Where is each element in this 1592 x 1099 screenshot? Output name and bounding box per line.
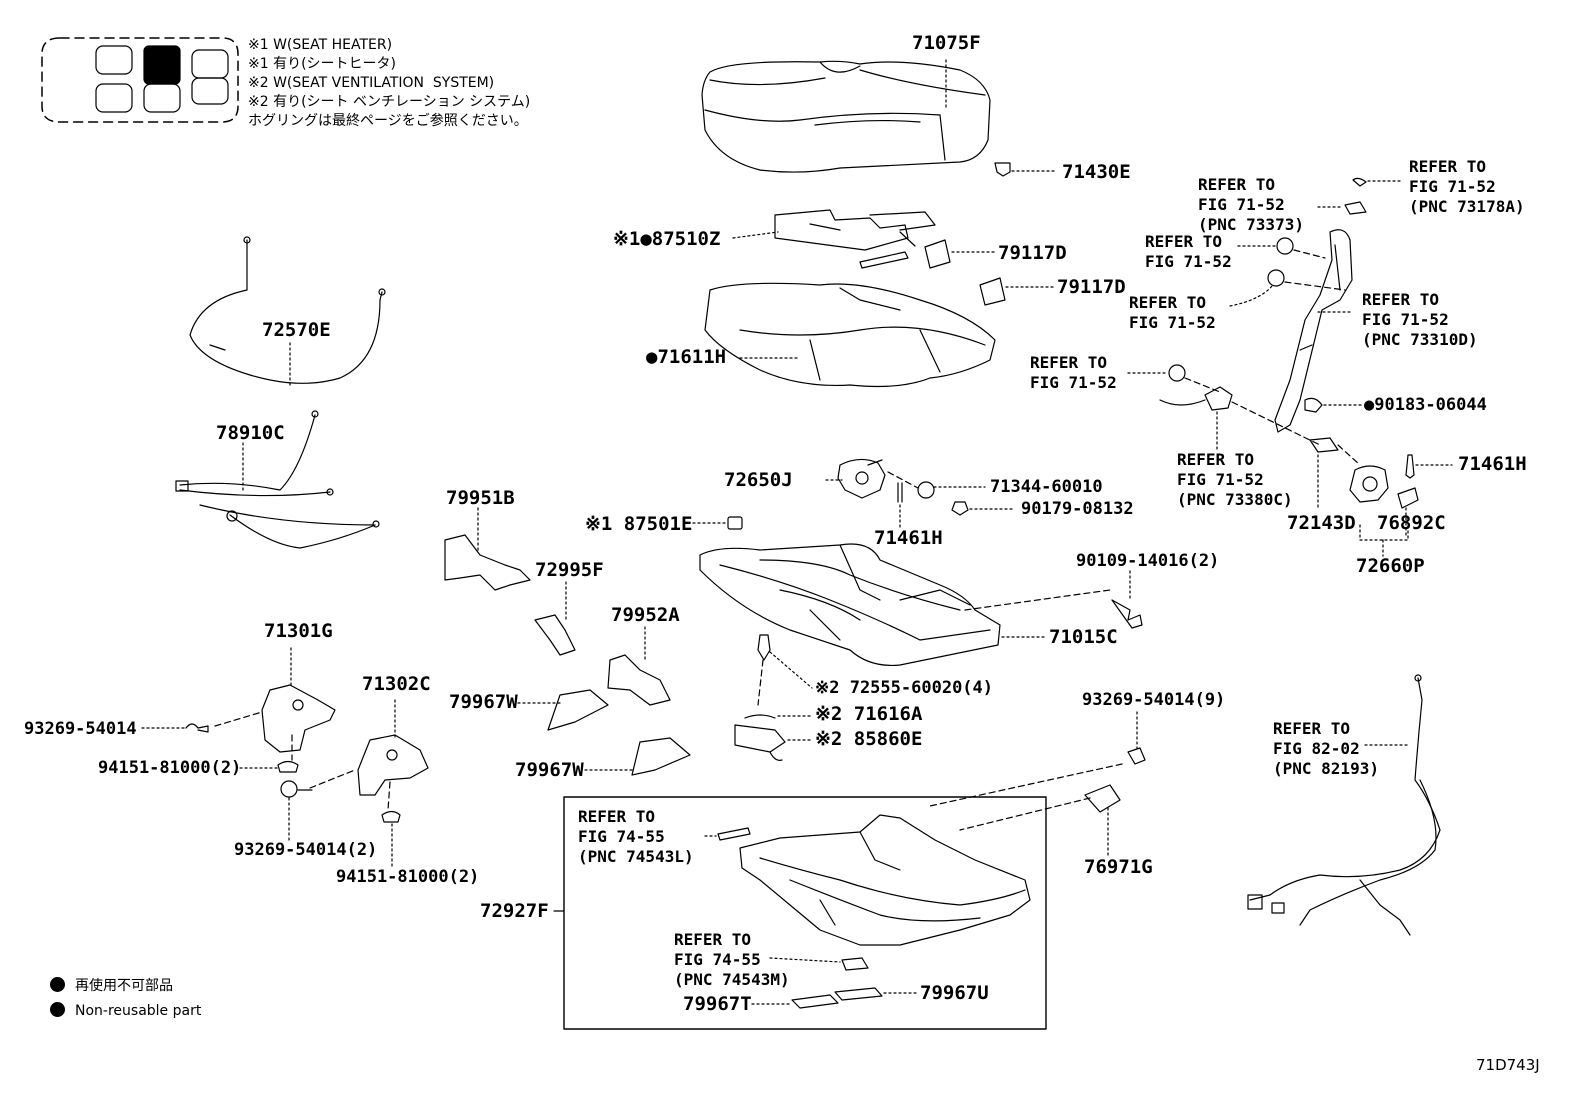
note-line-5: ホグリングは最終ページをご参照ください。 xyxy=(248,113,528,129)
refer-to-pnc-73373[interactable]: REFER TO FIG 71-52 (PNC 73373) xyxy=(1198,175,1304,234)
part-label-85860e[interactable]: ※2 85860E xyxy=(815,728,923,750)
part-label-71461h-b[interactable]: 71461H xyxy=(1458,453,1527,475)
part-label-78910c[interactable]: 78910C xyxy=(216,422,285,444)
diagram-code: 71D743J xyxy=(1476,1056,1540,1074)
note-line-1: ※1 W(SEAT HEATER) xyxy=(248,37,393,53)
retractor-72660p-drawing xyxy=(1349,465,1389,503)
part-label-94151-81000-b[interactable]: 94151-81000(2) xyxy=(336,867,480,887)
part-label-72570e[interactable]: 72570E xyxy=(262,319,331,341)
part-label-72927f[interactable]: 72927F xyxy=(480,900,549,922)
part-label-87510z[interactable]: ※1●87510Z xyxy=(613,228,721,250)
part-label-72143d[interactable]: 72143D xyxy=(1287,512,1356,534)
note-line-3: ※2 W(SEAT VENTILATION SYSTEM) xyxy=(248,75,495,91)
part-label-71015c[interactable]: 71015C xyxy=(1049,626,1118,648)
seat-position-icon xyxy=(41,37,239,123)
part-label-71302c[interactable]: 71302C xyxy=(362,673,431,695)
part-label-93269-54014-2[interactable]: 93269-54014(2) xyxy=(234,840,378,860)
part-label-71075f[interactable]: 71075F xyxy=(912,32,981,54)
part-label-79117d-b[interactable]: 79117D xyxy=(1057,276,1126,298)
seat-belt-anchor-drawing xyxy=(1274,229,1353,433)
part-label-90109-14016[interactable]: 90109-14016(2) xyxy=(1076,551,1220,571)
part-label-71301g[interactable]: 71301G xyxy=(264,620,333,642)
release-cable-drawing xyxy=(189,236,386,384)
note-line-2: ※1 有り(シートヒータ) xyxy=(248,56,397,72)
legend-non-reusable-ja: 再使用不可部品 xyxy=(50,977,173,993)
floor-wire-harness-drawing xyxy=(1247,674,1441,936)
bracket-71302c-drawing xyxy=(357,734,429,796)
part-label-79967t[interactable]: 79967T xyxy=(683,993,752,1015)
refer-to-pnc-73380c[interactable]: REFER TO FIG 71-52 (PNC 73380C) xyxy=(1177,450,1293,509)
part-label-93269-54014[interactable]: 93269-54014 xyxy=(24,719,137,739)
part-label-79951b[interactable]: 79951B xyxy=(446,487,515,509)
part-label-79952a[interactable]: 79952A xyxy=(611,604,680,626)
part-label-76971g[interactable]: 76971G xyxy=(1084,856,1153,878)
seat-cushion-cover-drawing xyxy=(701,60,991,173)
recliner-72650j-drawing xyxy=(837,458,886,499)
part-label-71611h[interactable]: ●71611H xyxy=(646,346,727,368)
part-label-90183-06044[interactable]: ●90183-06044 xyxy=(1364,395,1487,415)
part-label-72650j[interactable]: 72650J xyxy=(724,469,793,491)
seat-cushion-pad-drawing xyxy=(704,282,996,388)
part-label-94151-81000-a[interactable]: 94151-81000(2) xyxy=(98,758,242,778)
non-reusable-marker-icon xyxy=(50,977,65,992)
refer-to-pnc-73310d[interactable]: REFER TO FIG 71-52 (PNC 73310D) xyxy=(1362,290,1478,349)
under-tray-group-box xyxy=(563,796,1047,1030)
part-label-72660p[interactable]: 72660P xyxy=(1356,555,1425,577)
refer-to-pnc-74543m[interactable]: REFER TO FIG 74-55 (PNC 74543M) xyxy=(674,930,790,989)
bracket-79951b-drawing xyxy=(444,534,531,591)
part-label-79967u[interactable]: 79967U xyxy=(920,982,989,1004)
part-label-90179-08132[interactable]: 90179-08132 xyxy=(1021,499,1134,519)
part-label-76892c[interactable]: 76892C xyxy=(1377,512,1446,534)
part-label-71430e[interactable]: 71430E xyxy=(1062,161,1131,183)
part-label-79967w-a[interactable]: 79967W xyxy=(449,691,518,713)
part-label-72555-60020[interactable]: ※2 72555-60020(4) xyxy=(815,678,994,698)
bracket-71301g-drawing xyxy=(261,684,336,753)
refer-to-pnc-73178a[interactable]: REFER TO FIG 71-52 (PNC 73178A) xyxy=(1409,157,1525,216)
seat-frame-drawing xyxy=(699,543,1001,667)
part-label-93269-54014-9[interactable]: 93269-54014(9) xyxy=(1082,690,1226,710)
refer-to-fig-71-52-b[interactable]: REFER TO FIG 71-52 xyxy=(1129,293,1216,332)
part-label-79117d-a[interactable]: 79117D xyxy=(998,242,1067,264)
bracket-79952a-drawing xyxy=(607,654,671,706)
note-line-4: ※2 有り(シート ベンチレーション システム) xyxy=(248,94,531,110)
part-label-87501e[interactable]: ※1 87501E xyxy=(585,513,693,535)
refer-to-pnc-74543l[interactable]: REFER TO FIG 74-55 (PNC 74543L) xyxy=(578,807,694,866)
part-label-71616a[interactable]: ※2 71616A xyxy=(815,703,923,725)
part-label-71344-60010[interactable]: 71344-60010 xyxy=(990,477,1103,497)
legend-non-reusable-en: Non-reusable part xyxy=(50,1002,201,1018)
non-reusable-marker-icon xyxy=(50,1002,65,1017)
seat-heater-mat-drawing xyxy=(774,209,936,269)
wire-harness-drawing xyxy=(175,410,380,549)
part-label-79967w-b[interactable]: 79967W xyxy=(515,759,584,781)
refer-to-pnc-82193[interactable]: REFER TO FIG 82-02 (PNC 82193) xyxy=(1273,719,1379,778)
under-tray-drawing xyxy=(739,814,1031,946)
refer-to-fig-71-52-c[interactable]: REFER TO FIG 71-52 xyxy=(1030,353,1117,392)
part-label-72995f[interactable]: 72995F xyxy=(535,559,604,581)
part-label-71461h-a[interactable]: 71461H xyxy=(874,527,943,549)
refer-to-fig-71-52-a[interactable]: REFER TO FIG 71-52 xyxy=(1145,232,1232,271)
